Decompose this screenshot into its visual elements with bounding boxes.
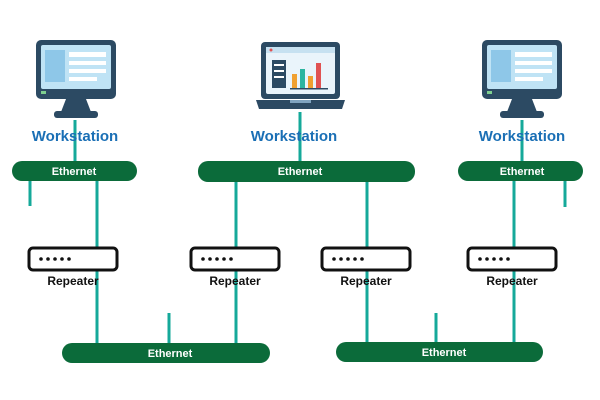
ethernet-bus-label: Ethernet xyxy=(278,166,323,178)
laptop-chart-icon xyxy=(256,42,345,109)
repeater-label: Repeater xyxy=(340,274,392,288)
repeater-label: Repeater xyxy=(486,274,538,288)
repeater-device-icon xyxy=(27,246,119,272)
repeater-2: Repeater xyxy=(189,246,281,288)
ethernet-bus-label: Ethernet xyxy=(52,166,97,178)
repeater-device-icon xyxy=(189,246,281,272)
ethernet-bus-top-3: Ethernet xyxy=(458,161,583,181)
ethernet-bus-label: Ethernet xyxy=(148,348,193,360)
workstation-label-3: Workstation xyxy=(479,128,565,145)
workstation-label-1: Workstation xyxy=(32,128,118,145)
desktop-monitor-icon xyxy=(482,40,562,118)
workstation-label-2: Workstation xyxy=(251,128,337,145)
repeater-3: Repeater xyxy=(320,246,412,288)
workstation-2: Workstation xyxy=(251,42,345,145)
repeater-1: Repeater xyxy=(27,246,119,288)
cables xyxy=(28,112,567,344)
ethernet-bus-label: Ethernet xyxy=(422,347,467,359)
ethernet-bus-label: Ethernet xyxy=(500,166,545,178)
repeater-device-icon xyxy=(320,246,412,272)
ethernet-bus-bottom-2: Ethernet xyxy=(336,342,543,362)
ethernet-bus-top-2: Ethernet xyxy=(198,161,415,182)
workstation-3: Workstation xyxy=(479,40,565,145)
repeater-label: Repeater xyxy=(209,274,261,288)
desktop-monitor-icon xyxy=(36,40,116,118)
repeater-4: Repeater xyxy=(466,246,558,288)
workstation-1: Workstation xyxy=(32,40,118,145)
ethernet-bus-bottom-1: Ethernet xyxy=(62,343,270,363)
repeater-label: Repeater xyxy=(47,274,99,288)
ethernet-bus-top-1: Ethernet xyxy=(12,161,137,181)
repeater-device-icon xyxy=(466,246,558,272)
